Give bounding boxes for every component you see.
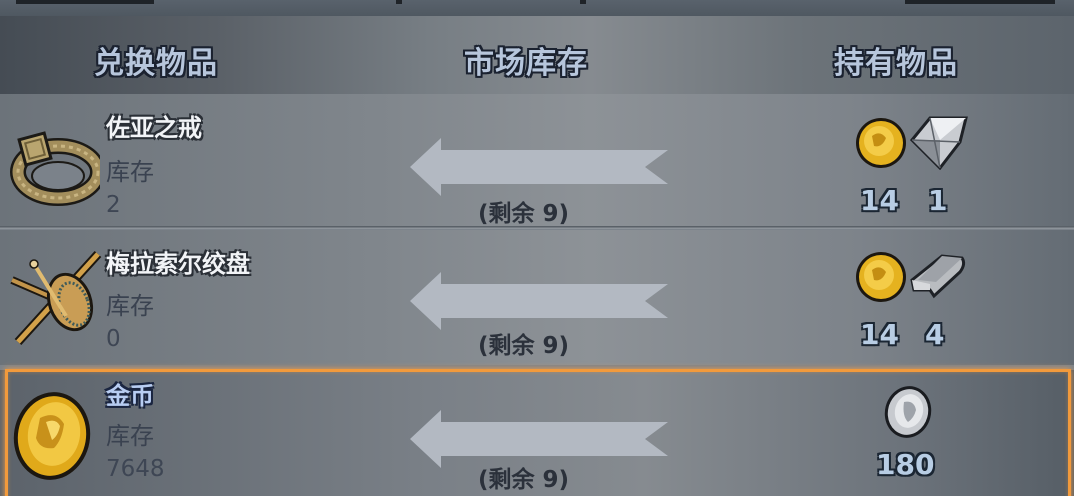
owned-count-iron: 4 [925, 318, 945, 351]
iron-ingot-icon [910, 254, 966, 299]
top-strip [0, 0, 1074, 16]
exchange-row-gold-coin[interactable]: 金币 库存 7648 (剩余 9) 180 [0, 370, 1074, 496]
top-tab-edge-left [16, 0, 154, 4]
owned-count-gold: 14 [860, 184, 899, 217]
remaining-count: (剩余 9) [478, 201, 570, 227]
exchange-arrow-icon [410, 272, 668, 330]
item-name: 佐亚之戒 [106, 114, 202, 142]
remaining-count: (剩余 9) [478, 467, 570, 493]
exchange-arrow-icon [410, 138, 668, 196]
diamond-icon [909, 116, 968, 170]
silver-coin-icon [884, 386, 932, 438]
owned-count-diamond: 1 [928, 184, 948, 217]
top-tab-edge-right [905, 0, 1055, 4]
top-tab-edge-mid-1 [396, 0, 402, 4]
exchange-row-zoya-ring[interactable]: 佐亚之戒 库存 2 (剩余 9) 14 1 [0, 94, 1074, 229]
header-exchange-items: 兑换物品 [94, 46, 218, 81]
stock-label: 库存 [106, 158, 154, 186]
top-tab-edge-mid-2 [580, 0, 586, 4]
owned-count-gold: 14 [860, 318, 899, 351]
stock-value: 0 [106, 326, 121, 352]
stock-value: 7648 [106, 456, 165, 482]
item-name: 金币 [106, 382, 154, 410]
gold-coin-icon [856, 252, 906, 302]
remaining-count: (剩余 9) [478, 333, 570, 359]
exchange-row-melasor-winch[interactable]: 梅拉索尔绞盘 库存 0 (剩余 9) 14 4 [0, 230, 1074, 365]
header-owned-items: 持有物品 [834, 46, 958, 81]
stock-label: 库存 [106, 422, 154, 450]
stock-value: 2 [106, 192, 121, 218]
ring-icon [10, 131, 100, 206]
item-name: 梅拉索尔绞盘 [106, 250, 250, 278]
exchange-arrow-icon [410, 410, 668, 468]
winch-icon [10, 250, 102, 346]
gold-coin-icon [13, 392, 91, 480]
column-header: 兑换物品 市场库存 持有物品 [0, 16, 1074, 94]
gold-coin-icon [856, 118, 906, 168]
stock-label: 库存 [106, 292, 154, 320]
owned-count-silver: 180 [876, 448, 935, 481]
header-market-stock: 市场库存 [464, 46, 588, 81]
row-divider [0, 226, 1074, 229]
